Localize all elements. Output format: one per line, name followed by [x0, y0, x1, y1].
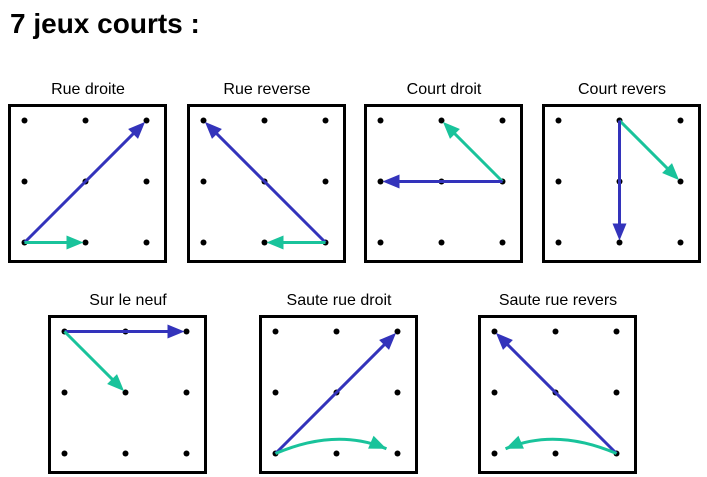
grid-dot: [143, 178, 150, 185]
game-panel-saute-rue-droit: Saute rue droit: [259, 290, 419, 474]
game-diagram: [259, 315, 418, 474]
grid-dot: [555, 178, 562, 185]
grid-dot: [438, 239, 445, 246]
arrow-line: [63, 330, 119, 386]
grid-dot: [183, 328, 190, 335]
game-diagram: [187, 104, 346, 263]
grid-dot: [499, 117, 506, 124]
arrow-head: [128, 121, 146, 139]
game-label: Saute rue revers: [498, 292, 618, 309]
game-label: Sur le neuf: [89, 292, 167, 309]
grid-dot: [677, 117, 684, 124]
grid-dot: [183, 450, 190, 457]
grid-dot: [61, 450, 68, 457]
grid-dot: [82, 117, 89, 124]
arrow-line: [501, 338, 618, 455]
game-panel-court-droit: Court droit: [364, 79, 524, 263]
grid-dot: [122, 450, 129, 457]
arrow-head: [612, 223, 627, 241]
arrow-head: [107, 374, 125, 392]
game-panel-rue-droite: Rue droite: [8, 79, 168, 263]
grid-dot: [261, 117, 268, 124]
grid-dot: [613, 328, 620, 335]
grid-dot: [333, 450, 340, 457]
grid-dot: [555, 117, 562, 124]
grid-dot: [322, 178, 329, 185]
arrow-head: [379, 332, 397, 350]
grid-dot: [200, 239, 207, 246]
grid-dot: [491, 389, 498, 396]
grid-dot: [200, 178, 207, 185]
grid-dot: [613, 389, 620, 396]
arrow-line: [274, 338, 391, 455]
grid-dot: [394, 450, 401, 457]
arrow-head: [662, 163, 680, 181]
grid-dot: [261, 239, 268, 246]
grid-dot: [272, 328, 279, 335]
game-label: Rue reverse: [223, 81, 311, 98]
arrow-head: [266, 235, 284, 250]
game-label: Court revers: [577, 81, 667, 98]
game-panel-court-revers: Court revers: [542, 79, 702, 263]
game-label: Saute rue droit: [286, 292, 392, 309]
grid-dot: [677, 239, 684, 246]
game-label: Rue droite: [51, 81, 125, 98]
arrow-line: [23, 127, 140, 244]
game-panel-sur-le-neuf: Sur le neuf: [48, 290, 208, 474]
arrow-line: [448, 127, 504, 183]
arrow-head: [495, 332, 513, 350]
grid-dot: [552, 450, 559, 457]
court-frame: [478, 315, 637, 474]
court-frame: [259, 315, 418, 474]
game-diagram: [8, 104, 167, 263]
grid-dot: [21, 117, 28, 124]
game-diagram: [542, 104, 701, 263]
grid-dot: [21, 178, 28, 185]
grid-dot: [377, 178, 384, 185]
grid-dot: [333, 328, 340, 335]
arrow-head: [382, 174, 400, 189]
arrow-head: [442, 121, 460, 139]
arrow-line: [618, 119, 674, 175]
grid-dot: [272, 389, 279, 396]
arrow-head: [368, 435, 387, 449]
grid-dot: [377, 239, 384, 246]
court-frame: [8, 104, 167, 263]
grid-dot: [394, 389, 401, 396]
grid-dot: [491, 450, 498, 457]
court-frame: [48, 315, 207, 474]
grid-dot: [322, 117, 329, 124]
grid-dot: [61, 389, 68, 396]
game-label: Court droit: [406, 81, 482, 98]
grid-dot: [377, 117, 384, 124]
grid-dot: [499, 239, 506, 246]
grid-dot: [82, 239, 89, 246]
court-frame: [364, 104, 523, 263]
grid-dot: [616, 239, 623, 246]
game-diagram: [478, 315, 637, 474]
grid-dot: [552, 328, 559, 335]
court-frame: [187, 104, 346, 263]
arrow-head: [204, 121, 222, 139]
game-diagram: [48, 315, 207, 474]
arrow-head: [505, 435, 524, 449]
arrow-head: [66, 235, 84, 250]
grid-dot: [143, 239, 150, 246]
arrow-head: [167, 324, 185, 339]
arrow-line: [210, 127, 327, 244]
grid-dot: [555, 239, 562, 246]
game-panel-saute-rue-revers: Saute rue revers: [478, 290, 638, 474]
page-title: 7 jeux courts :: [10, 8, 200, 39]
court-frame: [542, 104, 701, 263]
game-panel-rue-reverse: Rue reverse: [187, 79, 347, 263]
grid-dot: [183, 389, 190, 396]
game-diagram: [364, 104, 523, 263]
